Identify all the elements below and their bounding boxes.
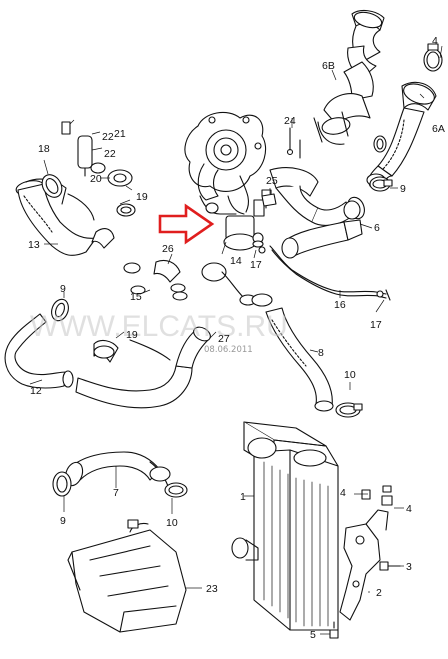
watermark-text: WWW.ELCATS.RU — [30, 310, 288, 343]
hose-27 — [75, 326, 211, 409]
turbocharger — [184, 111, 267, 215]
callout-12: 12 — [30, 385, 42, 397]
elbow-26 — [153, 259, 186, 293]
callout-19-lower: 19 — [126, 329, 138, 341]
callout-16: 16 — [334, 299, 346, 311]
clip-23 — [127, 519, 139, 529]
callout-4-top: 4 — [432, 35, 438, 47]
callout-8: 8 — [318, 347, 324, 359]
callout-9-right: 9 — [400, 183, 406, 195]
callout-17-right: 17 — [370, 319, 382, 331]
callout-3: 3 — [406, 561, 412, 573]
hose-12 — [4, 313, 74, 389]
clamp-10-left — [164, 482, 188, 498]
callout-13: 13 — [28, 239, 40, 251]
vacuum-line-16 — [269, 245, 391, 301]
callout-22-upper: 22 — [102, 131, 114, 143]
hose-19-lower — [93, 339, 119, 363]
clamp-19-upper — [116, 203, 136, 217]
air-guide-23 — [67, 522, 187, 633]
clamp-9-right — [369, 176, 393, 192]
callout-27: 27 — [218, 333, 230, 345]
callout-18: 18 — [38, 143, 50, 155]
callout-5: 5 — [310, 629, 316, 641]
bracket-2 — [339, 509, 389, 621]
callout-21: 21 — [114, 128, 126, 140]
callout-19-upper: 19 — [136, 191, 148, 203]
callout-6a: 6A — [432, 123, 445, 135]
bolts-3-4 — [361, 485, 401, 571]
fitting-17-center — [252, 240, 264, 248]
coupling-26 — [201, 262, 257, 306]
clamp-9-left-upper — [51, 298, 69, 322]
callout-6: 6 — [374, 222, 380, 234]
sensor-stack-20-22 — [61, 121, 133, 187]
callout-25: 25 — [266, 175, 278, 187]
clamp-4-top — [423, 43, 443, 72]
callout-2: 2 — [376, 587, 382, 599]
callout-10-right: 10 — [344, 369, 356, 381]
leader-lines — [29, 45, 443, 635]
hose-8 — [251, 293, 334, 412]
callout-9-left-upper: 9 — [60, 283, 66, 295]
callout-1: 1 — [240, 491, 246, 503]
hose-6 — [281, 200, 363, 259]
callout-26: 26 — [162, 243, 174, 255]
callout-7: 7 — [113, 487, 119, 499]
inlet-pipe-13 — [15, 178, 97, 256]
callout-4-mid: 4 — [340, 487, 346, 499]
callout-4-bottom: 4 — [406, 503, 412, 515]
clamp-10-right — [335, 402, 363, 418]
callout-15: 15 — [130, 291, 142, 303]
hose-6a — [366, 81, 437, 187]
intercooler-1 — [231, 421, 339, 631]
callout-17-center: 17 — [250, 259, 262, 271]
clamp-9-left-lower — [52, 471, 72, 497]
callout-22-lower: 22 — [104, 148, 116, 160]
fitting-14 — [223, 193, 277, 254]
bracket-24 — [286, 127, 301, 159]
callout-labels: 1 2 3 4 4 4 5 6 6A 6B 7 8 9 9 9 10 10 12… — [28, 35, 445, 641]
callout-6b: 6B — [322, 60, 335, 72]
callout-20: 20 — [90, 173, 102, 185]
callout-14: 14 — [230, 255, 242, 267]
clamp-14 — [205, 202, 219, 214]
clamp-18 — [41, 174, 63, 198]
callout-10-left: 10 — [166, 517, 178, 529]
elbow-near-13 — [91, 228, 115, 249]
clamps-15 — [123, 262, 188, 301]
watermark-date: 08.06.2011 — [204, 345, 253, 355]
highlight-arrow — [158, 203, 215, 245]
callout-24: 24 — [284, 115, 296, 127]
hose-6b — [313, 9, 385, 145]
callout-9-left-lower: 9 — [60, 515, 66, 527]
clamp-6a-lower — [373, 135, 387, 153]
callout-23: 23 — [206, 583, 218, 595]
